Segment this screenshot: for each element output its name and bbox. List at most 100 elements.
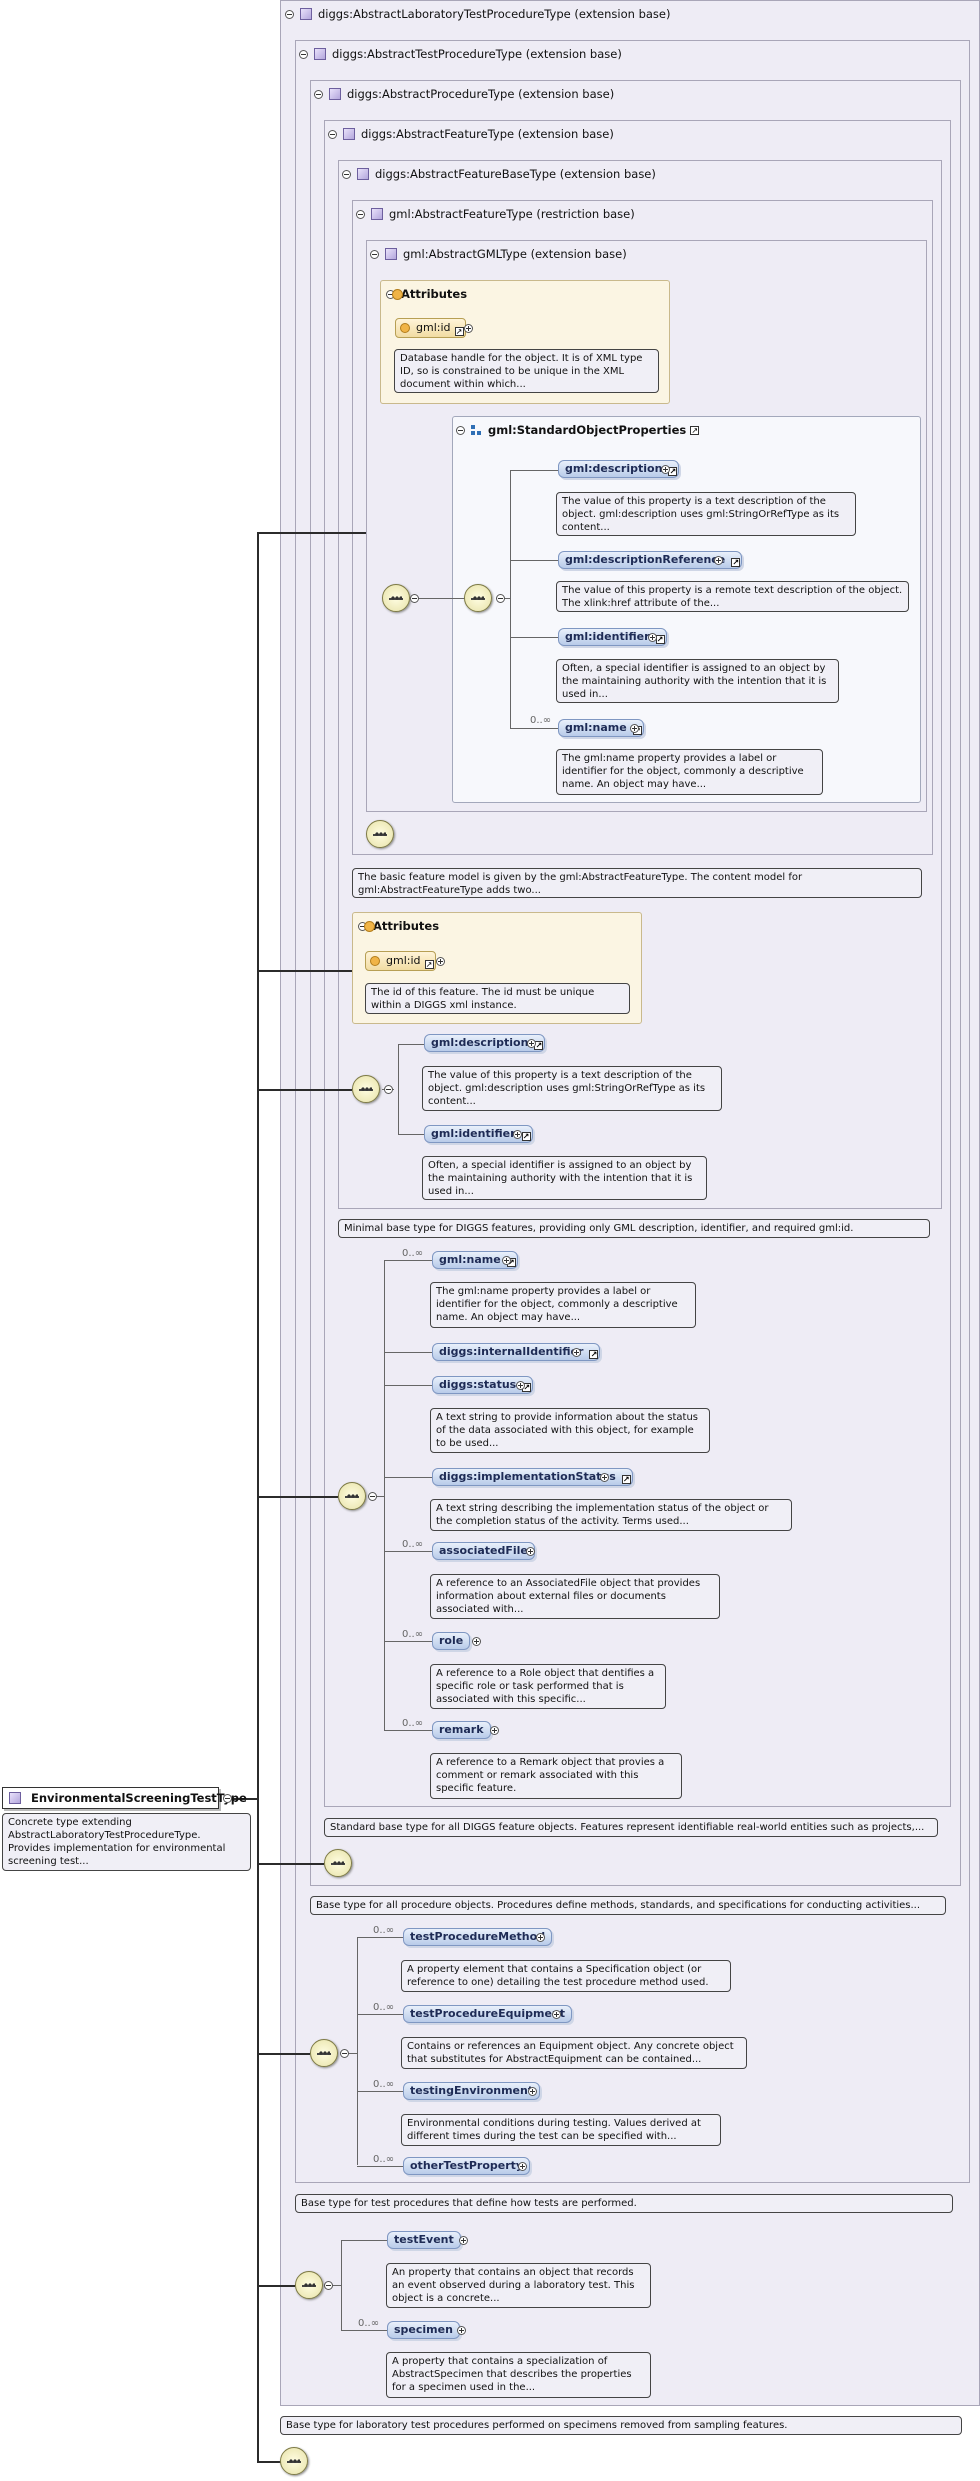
expand-icon[interactable] <box>661 465 670 474</box>
expand-icon[interactable] <box>459 2236 468 2245</box>
base-header-test[interactable]: diggs:AbstractTestProcedureType (extensi… <box>299 47 622 61</box>
expand-icon[interactable] <box>526 1547 535 1556</box>
attr-gml-id[interactable]: gml:id ↗ <box>365 951 436 971</box>
element-testevent[interactable]: testEvent <box>387 2231 461 2249</box>
collapse-icon[interactable] <box>342 169 351 179</box>
element-remark[interactable]: remark <box>432 1721 491 1739</box>
expand-icon[interactable] <box>552 2010 561 2019</box>
element-specimen[interactable]: specimen <box>387 2321 460 2339</box>
collapse-icon[interactable] <box>496 594 505 603</box>
collapse-icon[interactable] <box>456 425 465 435</box>
reference-arrow-icon[interactable]: ↗ <box>521 1132 531 1141</box>
collapse-icon[interactable] <box>314 89 323 99</box>
connector <box>228 1798 257 1800</box>
element-gml-descriptionreference[interactable]: gml:descriptionReference ↗ <box>558 551 743 569</box>
sequence-compositor-icon[interactable] <box>464 584 492 612</box>
sequence-compositor-icon[interactable] <box>352 1075 380 1103</box>
base-header-lab[interactable]: diggs:AbstractLaboratoryTestProcedureTyp… <box>285 7 670 21</box>
expand-icon[interactable] <box>648 633 657 642</box>
complex-type-icon <box>385 248 397 260</box>
cardinality: 0..∞ <box>402 1629 424 1640</box>
expand-icon[interactable] <box>600 1473 609 1482</box>
expand-icon[interactable] <box>513 1130 522 1139</box>
connector <box>257 1863 324 1865</box>
element-testprocedureequipment[interactable]: testProcedureEquipment <box>403 2005 573 2023</box>
fb-attributes-header[interactable]: Attributes <box>358 919 439 933</box>
element-gml-identifier[interactable]: gml:identifier↗ <box>424 1125 533 1143</box>
element-diggs-internalidentifier[interactable]: diggs:internalIdentifier↗ <box>432 1343 601 1361</box>
reference-arrow-icon[interactable]: ↗ <box>621 1475 631 1484</box>
collapse-icon[interactable] <box>410 594 419 603</box>
collapse-icon[interactable] <box>356 209 365 219</box>
connector <box>384 1477 432 1478</box>
element-role[interactable]: role <box>432 1632 471 1650</box>
collapse-icon[interactable] <box>285 9 294 19</box>
collapse-icon[interactable] <box>368 1492 377 1501</box>
gml-attributes-header[interactable]: Attributes <box>386 287 467 301</box>
expand-icon[interactable] <box>436 957 445 966</box>
connector <box>384 1641 432 1642</box>
element-name: specimen <box>394 2323 453 2336</box>
element-diggs-implementationstatus[interactable]: diggs:implementationStatus↗ <box>432 1468 633 1486</box>
base-label: diggs:AbstractFeatureBaseType (extension… <box>375 167 656 181</box>
sequence-compositor-icon[interactable] <box>382 584 410 612</box>
reference-arrow-icon[interactable]: ↗ <box>454 327 464 336</box>
element-description: A text string describing the implementat… <box>430 1499 792 1531</box>
element-gml-description[interactable]: gml:description↗ <box>558 460 680 478</box>
element-diggs-status[interactable]: diggs:status↗ <box>432 1376 534 1394</box>
sequence-compositor-icon[interactable] <box>310 2039 338 2067</box>
expand-icon[interactable] <box>630 724 639 733</box>
reference-arrow-icon[interactable]: ↗ <box>731 558 741 567</box>
expand-icon[interactable] <box>472 1637 481 1646</box>
connector <box>357 2166 403 2167</box>
reference-arrow-icon[interactable]: ↗ <box>424 960 434 969</box>
sequence-compositor-icon[interactable] <box>295 2271 323 2299</box>
element-description: A reference to an AssociatedFile object … <box>430 1574 720 1619</box>
base-header-procedure[interactable]: diggs:AbstractProcedureType (extension b… <box>314 87 614 101</box>
expand-icon[interactable] <box>527 1039 536 1048</box>
element-othertestproperty[interactable]: otherTestProperty <box>403 2157 531 2175</box>
group-header[interactable]: gml:StandardObjectProperties ↗ <box>456 423 700 437</box>
connector <box>341 2330 387 2331</box>
root-type[interactable]: EnvironmentalScreeningTestType <box>2 1787 247 1809</box>
element-testingenvironment[interactable]: testingEnvironment <box>403 2082 541 2100</box>
expand-icon[interactable] <box>536 1933 545 1942</box>
expand-icon[interactable] <box>490 1726 499 1735</box>
attr-gml-id[interactable]: gml:id ↗ <box>395 318 466 338</box>
base-header-gml-feature[interactable]: gml:AbstractFeatureType (restriction bas… <box>356 207 635 221</box>
expand-icon[interactable] <box>518 2162 527 2171</box>
element-gml-description[interactable]: gml:description↗ <box>424 1034 546 1052</box>
sequence-compositor-icon[interactable] <box>324 1849 352 1877</box>
sequence-compositor-icon[interactable] <box>280 2447 308 2475</box>
collapse-icon[interactable] <box>328 129 337 139</box>
collapse-icon[interactable] <box>223 1794 232 1803</box>
expand-icon[interactable] <box>572 1348 581 1357</box>
sequence-compositor-icon[interactable] <box>338 1482 366 1510</box>
collapse-icon[interactable] <box>340 2049 349 2058</box>
collapse-icon[interactable] <box>299 49 308 59</box>
expand-icon[interactable] <box>714 556 723 565</box>
base-header-feature[interactable]: diggs:AbstractFeatureType (extension bas… <box>328 127 614 141</box>
attr-description: Database handle for the object. It is of… <box>394 349 659 393</box>
base-header-gml[interactable]: gml:AbstractGMLType (extension base) <box>370 247 627 261</box>
connector <box>510 470 558 471</box>
collapse-icon[interactable] <box>324 2281 333 2290</box>
collapse-icon[interactable] <box>370 249 379 259</box>
reference-arrow-icon[interactable]: ↗ <box>589 1350 599 1359</box>
element-name: remark <box>439 1723 484 1736</box>
reference-arrow-icon[interactable]: ↗ <box>690 425 700 435</box>
expand-icon[interactable] <box>528 2087 537 2096</box>
connector <box>510 470 511 728</box>
sequence-compositor-icon[interactable] <box>366 820 394 848</box>
expand-icon[interactable] <box>457 2326 466 2335</box>
collapse-icon[interactable] <box>384 1085 393 1094</box>
cardinality: 0..∞ <box>402 1539 424 1550</box>
expand-icon[interactable] <box>516 1381 525 1390</box>
element-name: gml:descriptionReference <box>565 553 726 566</box>
element-gml-identifier[interactable]: gml:identifier↗ <box>558 628 667 646</box>
expand-icon[interactable] <box>502 1256 511 1265</box>
base-header-featurebase[interactable]: diggs:AbstractFeatureBaseType (extension… <box>342 167 656 181</box>
element-associatedfile[interactable]: associatedFile <box>432 1542 535 1560</box>
expand-icon[interactable] <box>464 324 473 333</box>
element-testproceduremethod[interactable]: testProcedureMethod <box>403 1928 553 1946</box>
